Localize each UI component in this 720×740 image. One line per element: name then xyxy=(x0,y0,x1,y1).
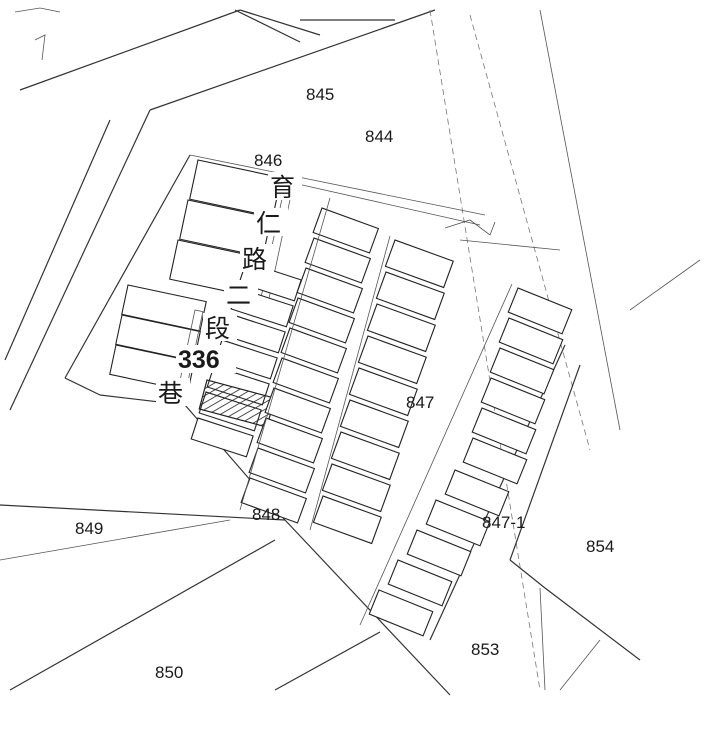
corner-mark xyxy=(14,7,61,61)
lane-number: 336 xyxy=(178,346,220,374)
road-char-4: 二 xyxy=(226,281,251,310)
building-row-road xyxy=(190,261,302,458)
parcel-850: 850 xyxy=(155,663,183,682)
road-char-3: 路 xyxy=(242,245,267,274)
parcel-853: 853 xyxy=(471,640,499,659)
building-row-centre-west xyxy=(239,197,380,524)
road-char-1: 育 xyxy=(270,173,295,202)
building-row-centre-east xyxy=(309,235,454,545)
parcel-boundaries xyxy=(0,9,701,696)
parcel-849: 849 xyxy=(75,519,103,538)
parcel-844: 844 xyxy=(365,127,393,146)
parcel-854: 854 xyxy=(586,537,614,556)
road-char-5: 段 xyxy=(205,314,230,343)
parcel-848: 848 xyxy=(252,505,280,524)
building-row-east xyxy=(359,283,573,637)
parcel-847-1: 847-1 xyxy=(482,513,525,532)
parcel-847: 847 xyxy=(406,393,434,412)
road-char-2: 仁 xyxy=(256,209,281,238)
lane-suffix: 巷 xyxy=(158,379,183,408)
parcel-845: 845 xyxy=(306,85,334,104)
parcel-labels: 845 844 846 847 847-1 848 849 850 853 85… xyxy=(75,85,614,682)
parcel-846: 846 xyxy=(254,151,282,170)
road-name: 育 仁 路 二 段 336 巷 xyxy=(156,172,302,408)
